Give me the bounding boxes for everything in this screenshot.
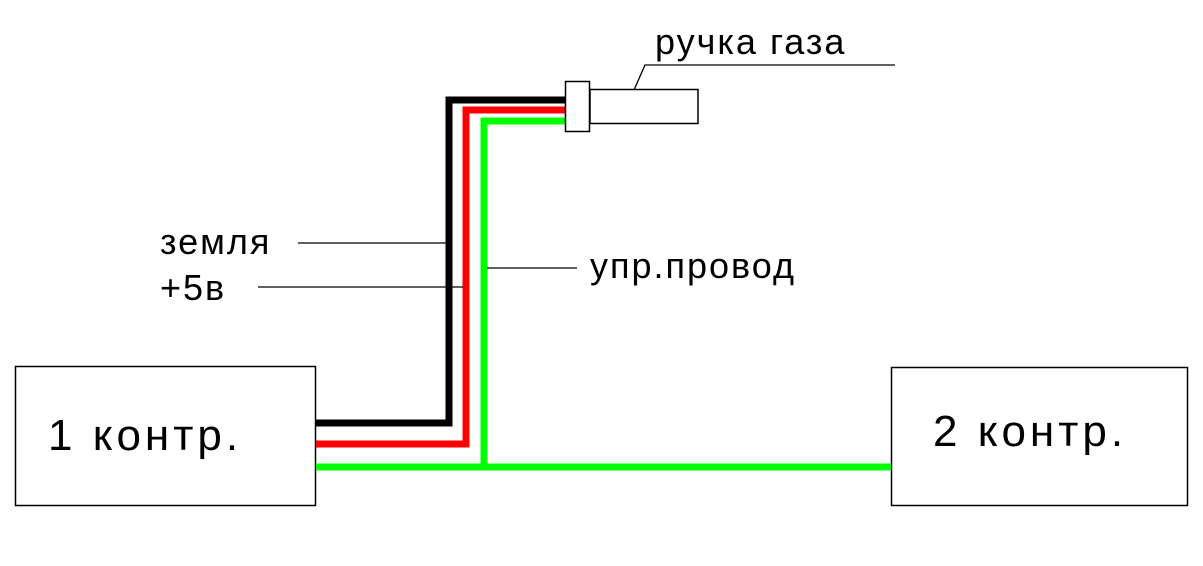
controller-1-box (14, 365, 317, 507)
power-wire (316, 106, 566, 448)
ground-wire (316, 96, 566, 427)
controller-2-label: 2 контр. (933, 407, 1127, 456)
ground-label: земля (160, 221, 271, 262)
controller-2-box (890, 366, 1189, 507)
signal-wire (480, 117, 566, 467)
power-label: +5в (160, 267, 226, 308)
throttle-connector (564, 80, 591, 133)
signal-label: упр.провод (590, 245, 796, 286)
controller-1-label: 1 контр. (48, 411, 242, 460)
throttle-label: ручка газа (655, 21, 846, 62)
throttle-leader-line (633, 64, 895, 91)
throttle-handle (589, 88, 699, 125)
